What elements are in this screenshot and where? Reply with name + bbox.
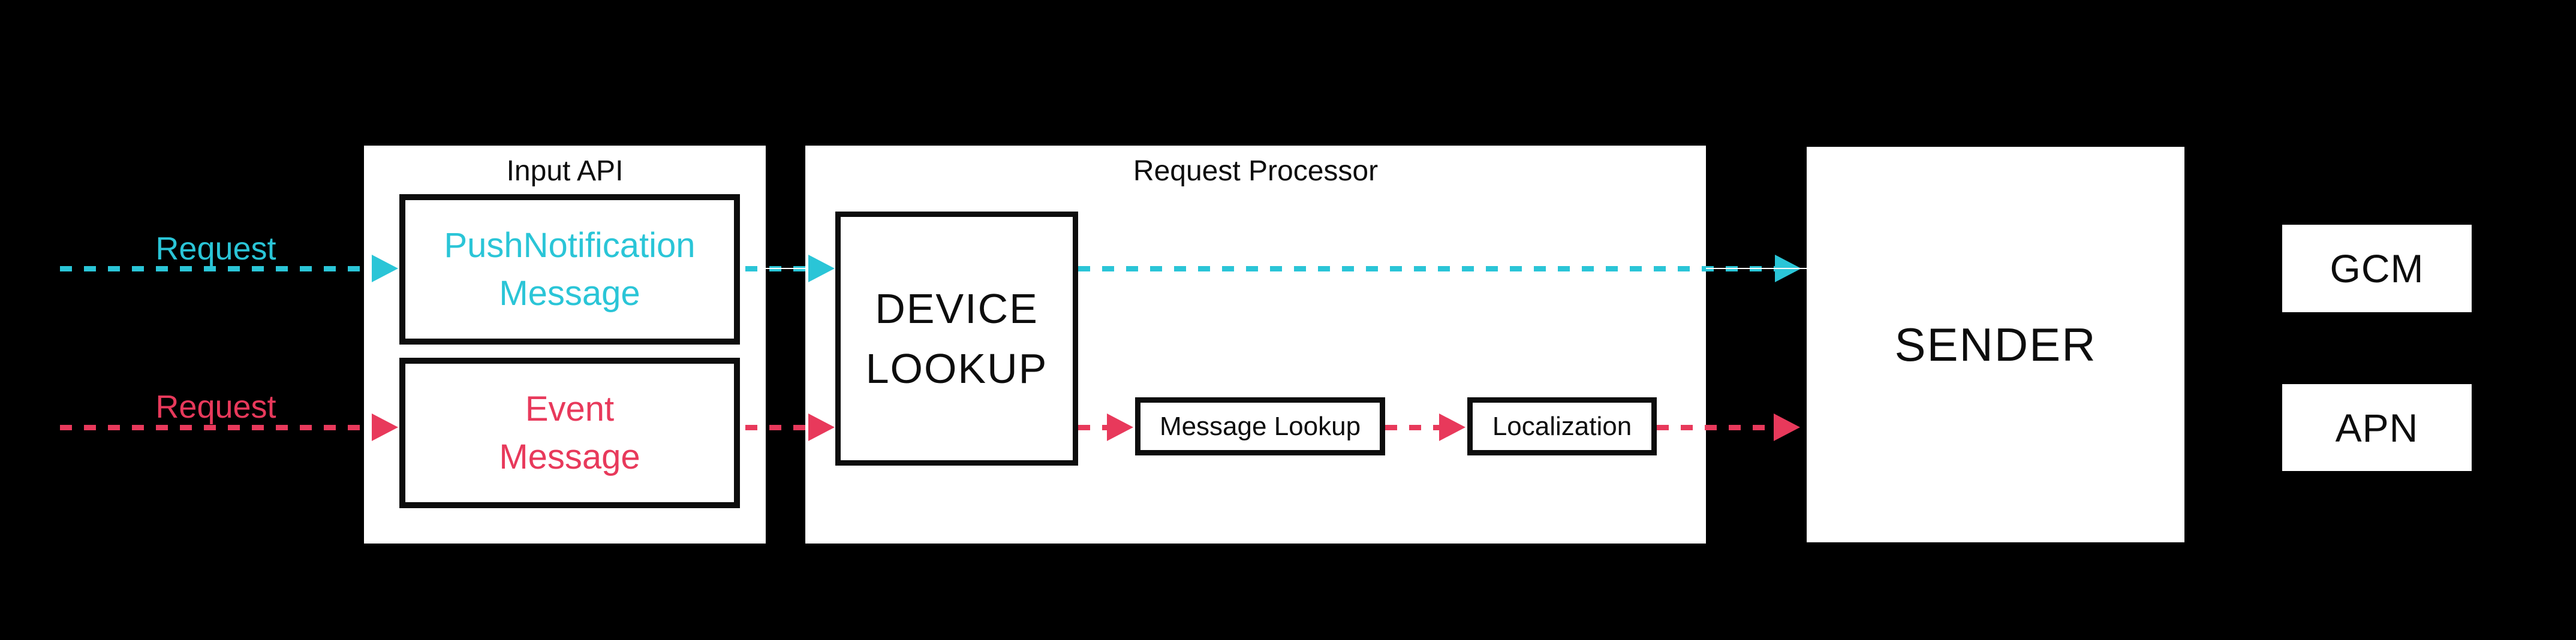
localization-label: Localization <box>1492 411 1632 441</box>
event-request-label: Request <box>155 389 276 425</box>
event-flow-arrowhead-5 <box>1774 413 1800 441</box>
push-flow-arrowhead-1 <box>372 255 398 282</box>
event-message-line2: Message <box>499 437 640 476</box>
push-flow-arrowhead-2 <box>808 255 835 282</box>
push-flow-hairline-2 <box>1706 268 1807 269</box>
device-lookup-node: DEVICE LOOKUP <box>835 212 1078 466</box>
push-flow-dash-segment-3 <box>1078 266 1777 271</box>
sender-label: SENDER <box>1894 318 2097 371</box>
localization-node: Localization <box>1467 397 1657 455</box>
push-request-label: Request <box>155 231 276 267</box>
event-flow-dash-segment-5 <box>1657 425 1776 430</box>
push-flow-dash-segment-1 <box>60 266 367 271</box>
device-lookup-line1: DEVICE <box>875 285 1039 332</box>
push-notification-line1: PushNotification <box>444 225 696 265</box>
gcm-label: GCM <box>2330 246 2424 291</box>
event-flow-dash-segment-4 <box>1385 425 1442 430</box>
event-message-node: Event Message <box>399 358 740 508</box>
push-notification-message-node: PushNotification Message <box>399 194 740 345</box>
event-flow-dash-segment-3 <box>1078 425 1109 430</box>
apn-label: APN <box>2335 405 2419 450</box>
event-flow-arrowhead-4 <box>1439 413 1465 441</box>
event-flow-arrowhead-3 <box>1107 413 1133 441</box>
push-notification-line2: Message <box>499 273 640 313</box>
message-lookup-label: Message Lookup <box>1159 411 1361 441</box>
event-message-line1: Event <box>525 389 615 428</box>
event-flow-arrowhead-2 <box>808 413 835 441</box>
message-lookup-node: Message Lookup <box>1135 397 1385 455</box>
apn-node: APN <box>2282 384 2472 471</box>
event-flow-dash-segment-1 <box>60 425 367 430</box>
event-flow-dash-segment-2 <box>745 425 811 430</box>
gcm-node: GCM <box>2282 225 2472 312</box>
push-flow-hairline-1 <box>766 268 805 269</box>
request-processor-title: Request Processor <box>1133 155 1379 187</box>
sender-node: SENDER <box>1807 147 2184 542</box>
input-api-title: Input API <box>506 155 624 187</box>
event-flow-arrowhead-1 <box>372 413 398 441</box>
device-lookup-line2: LOOKUP <box>865 345 1048 392</box>
